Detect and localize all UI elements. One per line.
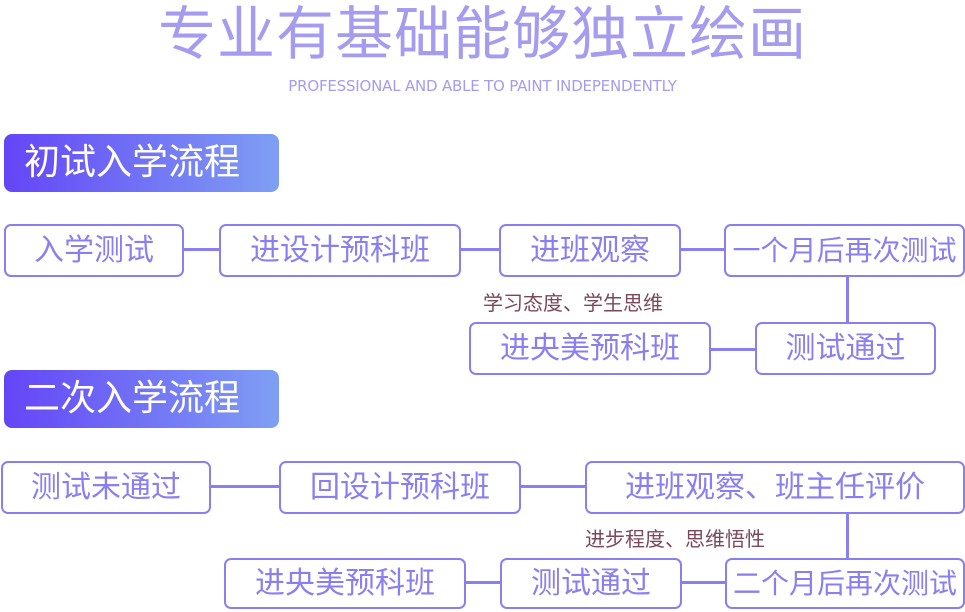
connector-2-5 xyxy=(465,581,501,584)
observation-criteria-note: 学习态度、学生思维 xyxy=(483,291,663,315)
connector-1-1 xyxy=(183,248,220,251)
step-class-observation: 进班观察 xyxy=(499,224,681,277)
step-retest-after-two-months: 二个月后再次测试 xyxy=(725,558,965,609)
step-observation-and-teacher-evaluation: 进班观察、班主任评价 xyxy=(585,461,965,514)
step-entrance-test: 入学测试 xyxy=(4,224,184,277)
connector-1-5 xyxy=(710,348,756,351)
evaluation-criteria-note: 进步程度、思维悟性 xyxy=(585,527,765,551)
connector-2-3 xyxy=(846,513,849,559)
step-cafa-prep-class: 进央美预科班 xyxy=(469,322,711,375)
step-test-passed: 测试通过 xyxy=(755,322,936,375)
connector-2-4 xyxy=(681,581,726,584)
connector-1-3 xyxy=(680,248,725,251)
first-round-heading: 初试入学流程 xyxy=(4,134,279,192)
page-subtitle: PROFESSIONAL AND ABLE TO PAINT INDEPENDE… xyxy=(288,77,677,95)
connector-1-4 xyxy=(846,276,849,323)
page-title: 专业有基础能够独立绘画 xyxy=(157,0,807,68)
step-design-prep-class: 进设计预科班 xyxy=(219,224,461,277)
connector-2-1 xyxy=(210,485,280,488)
step-retest-after-one-month: 一个月后再次测试 xyxy=(724,224,965,277)
step-test-passed-2: 测试通过 xyxy=(500,558,682,609)
step-back-to-design-prep: 回设计预科班 xyxy=(279,461,521,514)
connector-2-2 xyxy=(520,485,586,488)
step-cafa-prep-class-2: 进央美预科班 xyxy=(224,558,466,609)
connector-1-2 xyxy=(460,248,500,251)
step-test-failed: 测试未通过 xyxy=(1,461,211,514)
second-round-heading: 二次入学流程 xyxy=(4,370,279,428)
